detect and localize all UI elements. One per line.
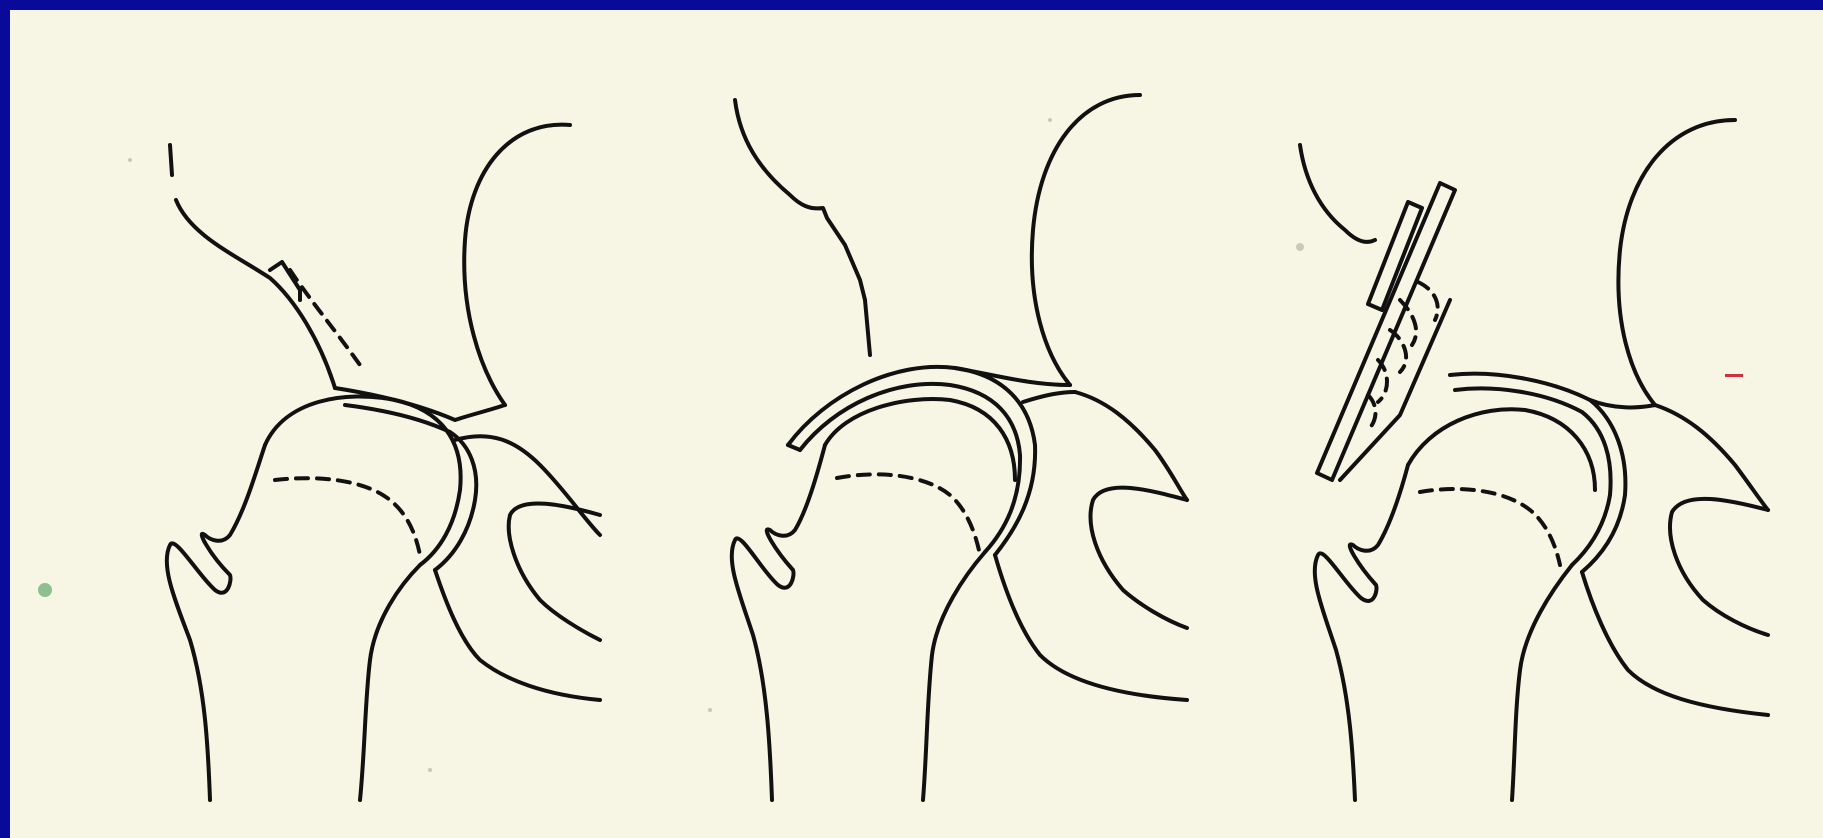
femoral-head (825, 399, 1015, 480)
ilium-outer-contour (735, 100, 865, 300)
red-speck (1725, 374, 1743, 377)
ischium-lower (995, 555, 1187, 700)
ilium-outer-contour-lower (176, 200, 335, 388)
ilium-inner-contour (1618, 120, 1735, 405)
panel-2 (732, 95, 1187, 800)
acetabular-edge (955, 368, 1070, 385)
greater-trochanter (732, 445, 825, 800)
ischium-upper (1075, 392, 1187, 500)
ischium-lower (1582, 572, 1768, 715)
pubis-loop (509, 503, 600, 640)
roof-fragment-top (865, 300, 870, 355)
femoral-shaft-medial (923, 552, 985, 800)
greater-trochanter (167, 445, 265, 800)
ischium-lower (435, 570, 600, 700)
hip-joint-diagrams (10, 10, 1823, 838)
panel-1 (167, 125, 600, 800)
paper-texture (38, 118, 1743, 772)
growth-plate-dashed (837, 474, 980, 555)
ilium-outer-contour (170, 145, 172, 175)
femoral-shaft-medial (360, 565, 420, 800)
rotated-roof-inner (800, 384, 1020, 552)
ilium-outer-contour (1300, 145, 1375, 242)
pubis-loop (1091, 488, 1187, 628)
growth-plate-dashed (275, 478, 420, 555)
roof-fragment-end (788, 445, 800, 450)
ilium-inner-contour (1032, 95, 1140, 385)
femoral-head (1408, 409, 1595, 490)
growth-plate-dashed (1420, 489, 1560, 565)
ischium-upper (1655, 405, 1768, 510)
rotated-roof-outer (788, 367, 1035, 555)
acetabular-roof-upper (335, 388, 505, 420)
panel-3 (1300, 120, 1768, 800)
pubis-loop (1670, 499, 1768, 635)
greater-trochanter (1315, 465, 1408, 800)
acetabular-edge-lower (1023, 392, 1075, 402)
femoral-head (265, 396, 461, 565)
femoral-shaft-medial (1512, 565, 1572, 800)
illustration-scan (10, 10, 1823, 838)
ilium-inner-contour (464, 125, 570, 405)
